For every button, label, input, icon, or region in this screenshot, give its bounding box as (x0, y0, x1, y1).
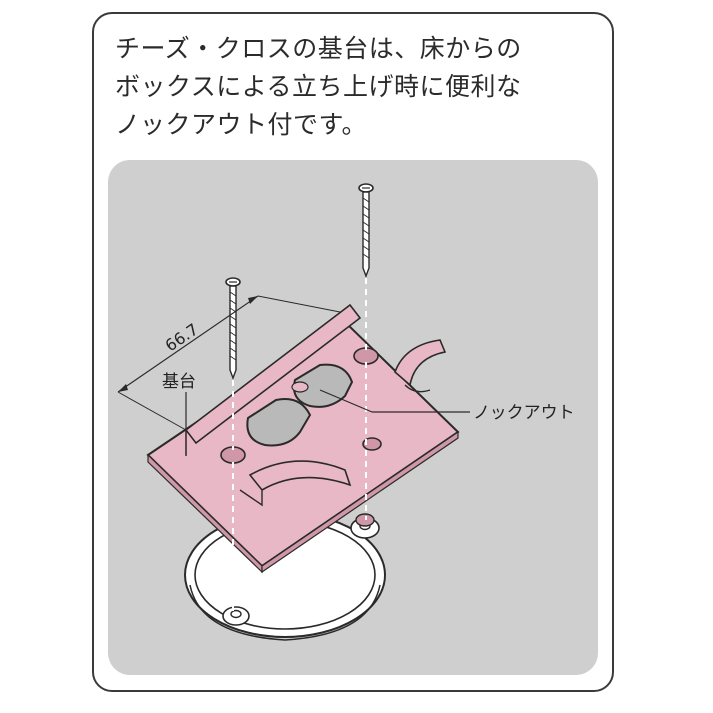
knockout-label: ノックアウト (473, 403, 575, 423)
base-label: 基台 (162, 372, 196, 392)
screw-left (225, 277, 241, 612)
screw-right (358, 183, 374, 520)
caption-line-2: ボックスによる立ち上げ時に便利な (115, 72, 522, 101)
caption-line-3: ノックアウト付です。 (115, 110, 368, 139)
dimension-label: 66.7 (162, 320, 202, 356)
caption-line-1: チーズ・クロスの基台は、床からの (115, 34, 522, 63)
base-plate (146, 303, 460, 574)
caption-text: チーズ・クロスの基台は、床からの ボックスによる立ち上げ時に便利な ノックアウト… (115, 30, 595, 144)
knockout-callout: ノックアウト (319, 389, 575, 423)
knockouts (246, 363, 354, 447)
base-callout: 基台 (162, 372, 196, 455)
